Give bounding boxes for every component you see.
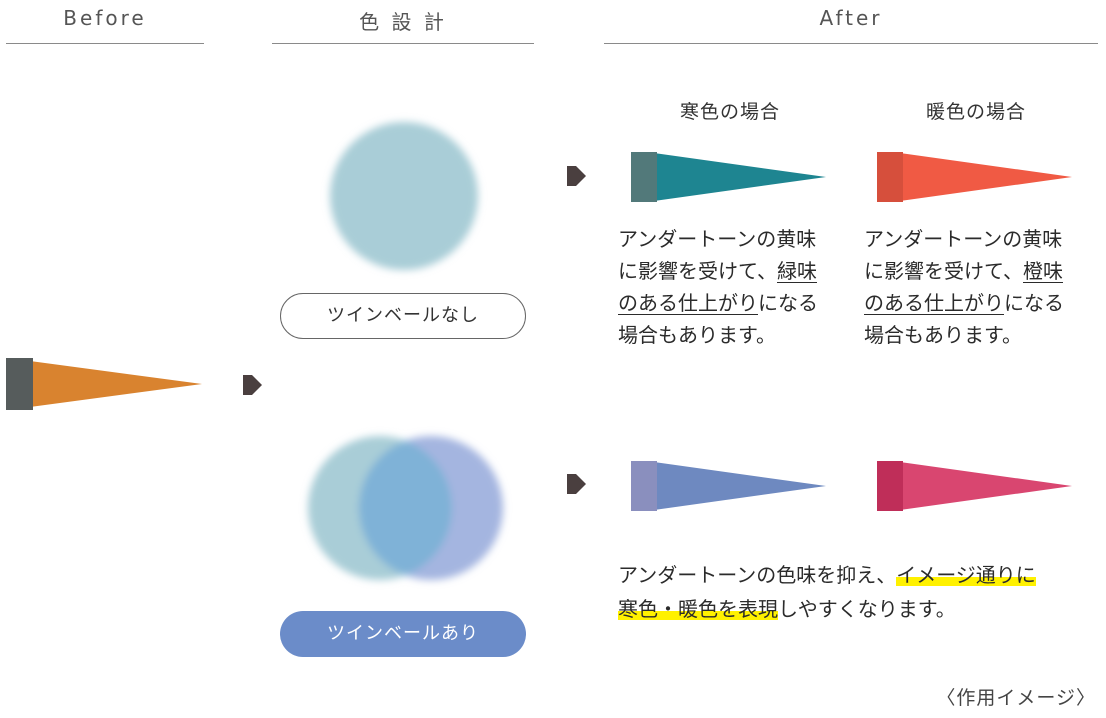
text-warm-line1: アンダートーンの黄味 (864, 227, 1063, 251)
text-warm-line2: に影響を受けて、橙味 (864, 259, 1063, 283)
header-design-rule (272, 43, 534, 44)
header-before-rule (6, 43, 204, 44)
text-with-veil-description: アンダートーンの色味を抑え、イメージ通りに 寒色・暖色を表現しやすくなります。 (618, 558, 1036, 626)
arrow-icon-before (243, 375, 262, 395)
text-bottom-highlight-1: イメージ通りに (896, 563, 1036, 587)
header-color-design: 色 設 計 (359, 10, 447, 34)
text-cool-underline-hue: 緑味 (777, 259, 817, 283)
arrow-icon-without-veil (567, 166, 586, 186)
text-bottom-line1: アンダートーンの色味を抑え、イメージ通りに (618, 563, 1036, 587)
header-after-rule (604, 43, 1098, 44)
caption-action-image: 〈作用イメージ〉 (936, 687, 1096, 709)
text-warm-underline-finish: のある仕上がり (864, 291, 1004, 315)
brush-warm-with-veil (877, 461, 1072, 511)
text-cool-line1: アンダートーンの黄味 (618, 227, 817, 251)
text-warm-line4: 場合もあります。 (864, 323, 1022, 347)
text-cool-line4: 場合もあります。 (618, 323, 776, 347)
pill-with-veil: ツインベールあり (280, 611, 526, 657)
header-before: Before (63, 6, 147, 30)
text-cool-underline-finish: のある仕上がり (618, 291, 758, 315)
text-cool-line2: に影響を受けて、緑味 (618, 259, 817, 283)
column-warm-label: 暖色の場合 (925, 101, 1026, 123)
text-warm-line3: のある仕上がりになる (864, 291, 1064, 315)
text-cool-line3: のある仕上がりになる (618, 291, 818, 315)
arrow-icon-with-veil (567, 474, 586, 494)
text-bottom-highlight-2: 寒色・暖色を表現 (618, 597, 778, 621)
column-cool-label: 寒色の場合 (679, 101, 780, 123)
pill-without-veil: ツインベールなし (280, 293, 526, 339)
brush-cool-with-veil (631, 461, 826, 511)
text-cool-description: アンダートーンの黄味 に影響を受けて、緑味 のある仕上がりになる 場合もあります… (618, 223, 818, 351)
text-warm-underline-hue: 橙味 (1023, 259, 1063, 283)
brush-warm-without-veil (877, 152, 1072, 202)
circle-without-veil (330, 122, 478, 270)
circles-with-veil (308, 436, 503, 580)
text-warm-description: アンダートーンの黄味 に影響を受けて、橙味 のある仕上がりになる 場合もあります… (864, 223, 1064, 351)
before-brush-swatch (6, 358, 202, 410)
brush-cool-without-veil (631, 152, 826, 202)
header-after: After (819, 6, 883, 30)
text-bottom-line2: 寒色・暖色を表現しやすくなります。 (618, 597, 956, 621)
